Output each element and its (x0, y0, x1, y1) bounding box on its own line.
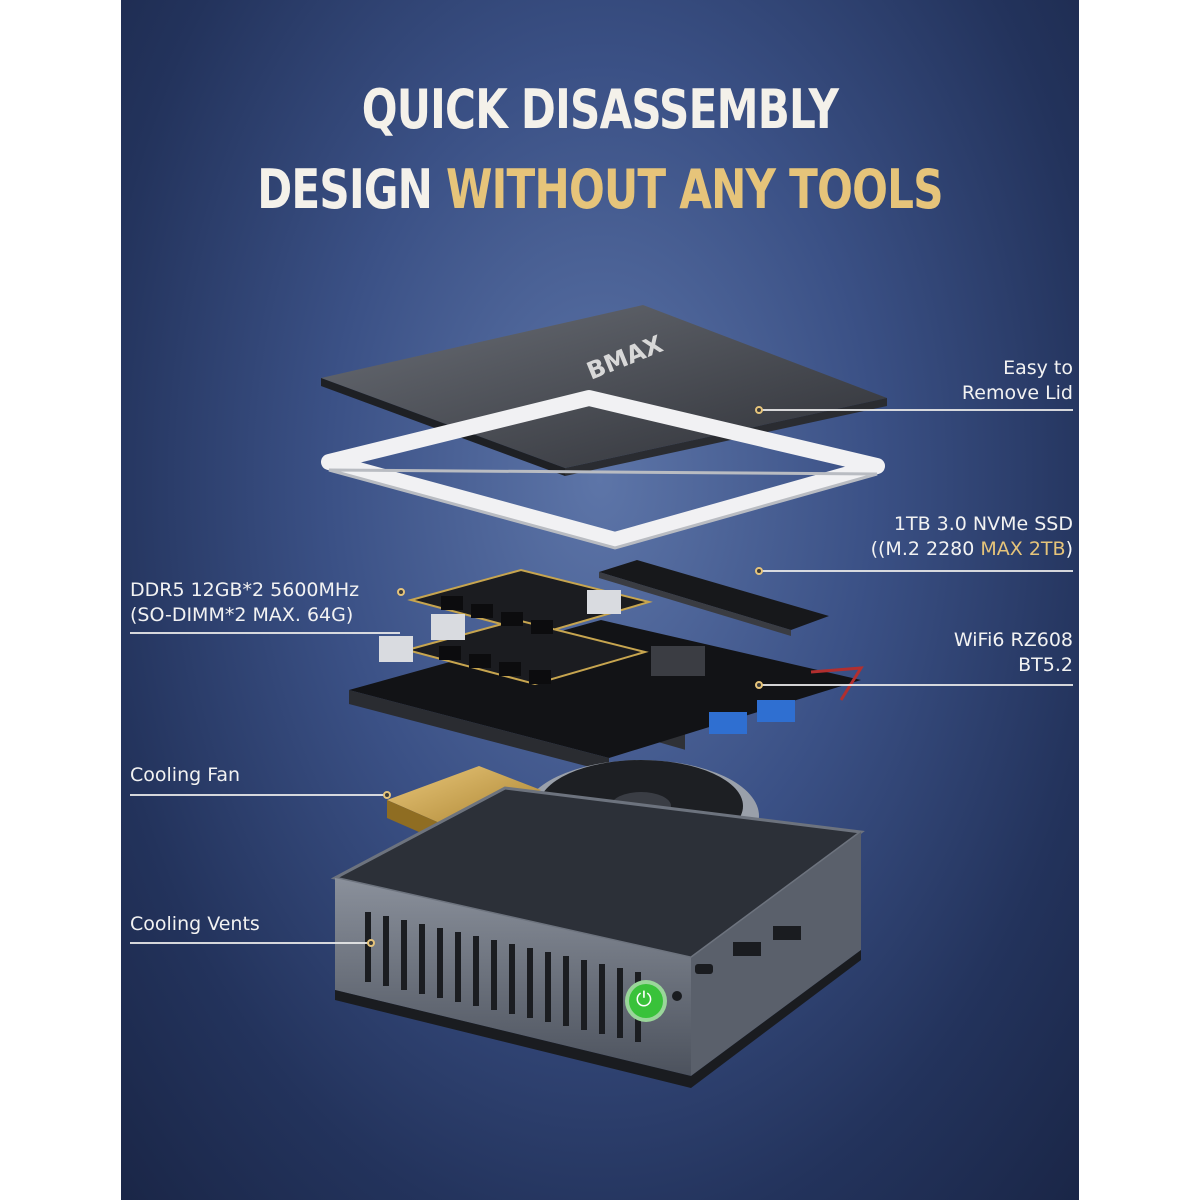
callout-ssd-line-2: ((M.2 2280 MAX 2TB) (871, 537, 1073, 562)
callout-lid-line-2: Remove Lid (961, 382, 1073, 404)
callout-ram-dot (397, 588, 405, 596)
headline-line-2: DESIGN WITHOUT ANY TOOLS (226, 158, 973, 221)
callout-ssd-dot (755, 567, 763, 575)
callout-ssd-line-2-end: ) (1065, 538, 1073, 560)
callout-ssd-line-1: 1TB 3.0 NVMe SSD (893, 513, 1073, 535)
headline-line-1: QUICK DISASSEMBLY (361, 78, 839, 141)
callout-ssd-line-2-white: ((M.2 2280 (870, 538, 981, 560)
exploded-mini-pc-illustration: BMAX (321, 305, 887, 1088)
callout-wifi-line-2: BT5.2 (1018, 654, 1073, 676)
lid-gasket-frame (321, 390, 885, 550)
callout-wifi-dot (755, 681, 763, 689)
power-button: ⏻ (629, 984, 663, 1018)
callout-vents-leader (130, 942, 372, 944)
power-icon: ⏻ (636, 987, 652, 1011)
callout-vents: Cooling Vents (130, 913, 260, 935)
callout-fan-leader (130, 794, 388, 796)
callout-ssd-line-2-gold: MAX 2TB (980, 538, 1066, 560)
mini-pc-case (330, 786, 865, 1088)
callout-ssd-leader (761, 570, 1073, 572)
callout-lid-leader (761, 409, 1073, 411)
callout-ssd: 1TB 3.0 NVMe SSD ((M.2 2280 MAX 2TB) (871, 512, 1073, 562)
callout-ram-line-1: DDR5 12GB*2 5600MHz (130, 579, 360, 601)
callout-ram-leader-h (130, 632, 400, 634)
callout-vents-dot (367, 939, 375, 947)
callout-lid-dot (755, 406, 763, 414)
callout-fan-dot (383, 791, 391, 799)
headline-line-2-white: DESIGN (257, 158, 446, 221)
callout-fan: Cooling Fan (130, 764, 241, 786)
callout-wifi-leader (761, 684, 1073, 686)
callout-wifi-line-1: WiFi6 RZ608 (953, 629, 1073, 651)
callout-ram-line-2: (SO-DIMM*2 MAX. 64G) (130, 604, 354, 626)
callout-ram: DDR5 12GB*2 5600MHz (SO-DIMM*2 MAX. 64G) (130, 578, 359, 628)
product-image-panel: QUICK DISASSEMBLY DESIGN WITHOUT ANY TOO… (121, 0, 1079, 1200)
callout-lid-line-1: Easy to (1003, 357, 1073, 379)
motherboard (349, 568, 864, 772)
callout-lid: Easy to Remove Lid (962, 356, 1073, 406)
headline-line-2-gold: WITHOUT ANY TOOLS (445, 158, 944, 221)
callout-wifi: WiFi6 RZ608 BT5.2 (954, 628, 1073, 678)
